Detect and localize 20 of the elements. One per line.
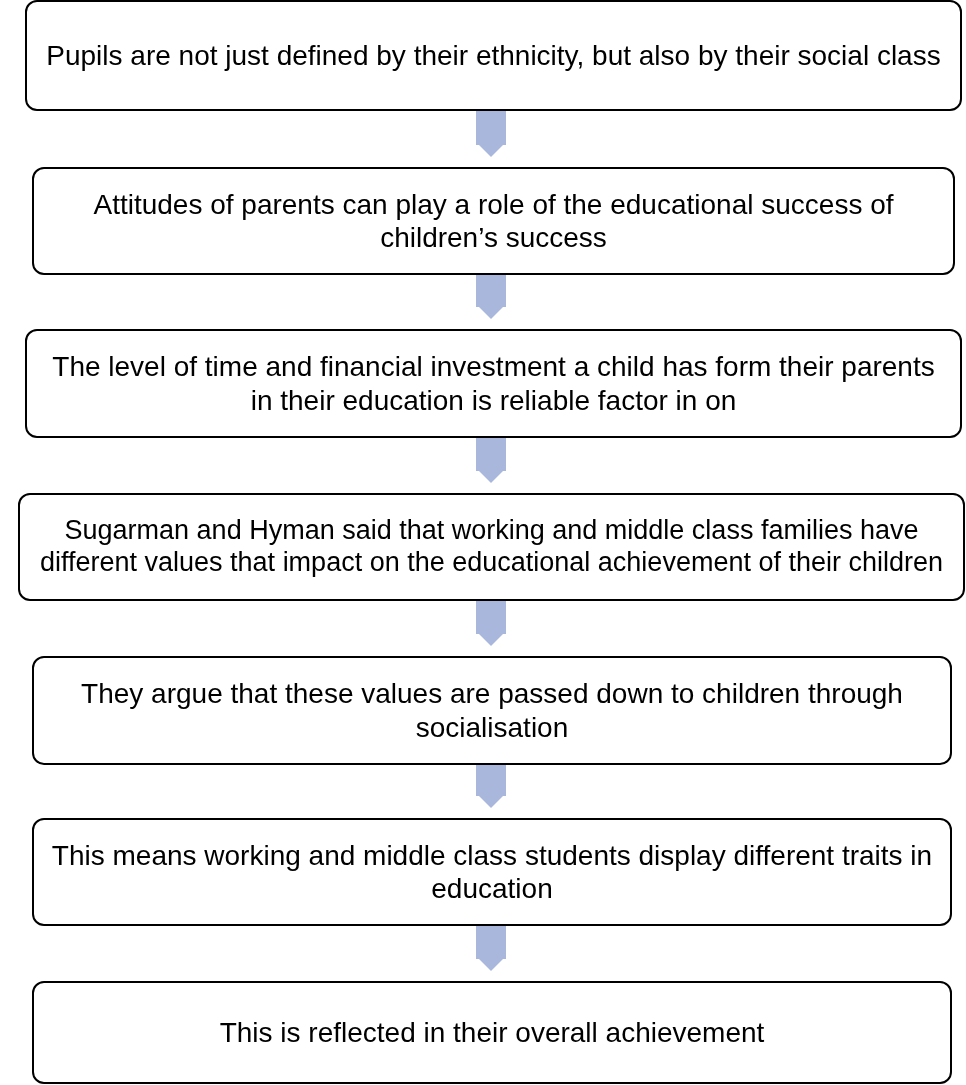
block-arrow: [476, 111, 506, 157]
block-arrow: [476, 438, 506, 483]
process-box: [18, 493, 965, 601]
box-text: Attitudes of parents can play a role of the educational success of children’s success: [92, 187, 895, 255]
process-box: [32, 656, 952, 765]
block-arrow: [476, 926, 506, 971]
process-box: [25, 329, 962, 438]
process-box: [32, 818, 952, 926]
box-text: This means working and middle class students display different traits in education: [50, 838, 934, 906]
block-arrow: [476, 765, 506, 808]
box-text: Sugarman and Hyman said that working and middle class families have different values that impact on the educational achievement of their children: [38, 515, 945, 579]
process-box: [32, 981, 952, 1084]
process-box: [25, 0, 962, 111]
box-text: Pupils are not just defined by their ethnicity, but also by their social class: [46, 39, 941, 72]
process-box: [32, 167, 955, 275]
box-text: This is reflected in their overall achievement: [219, 1016, 765, 1049]
block-arrow: [476, 601, 506, 646]
box-text: The level of time and financial investment a child has form their parents in their education is reliable factor in on: [51, 350, 936, 417]
block-arrow: [476, 275, 506, 319]
box-text: They argue that these values are passed down to children through socialisation: [80, 677, 904, 744]
